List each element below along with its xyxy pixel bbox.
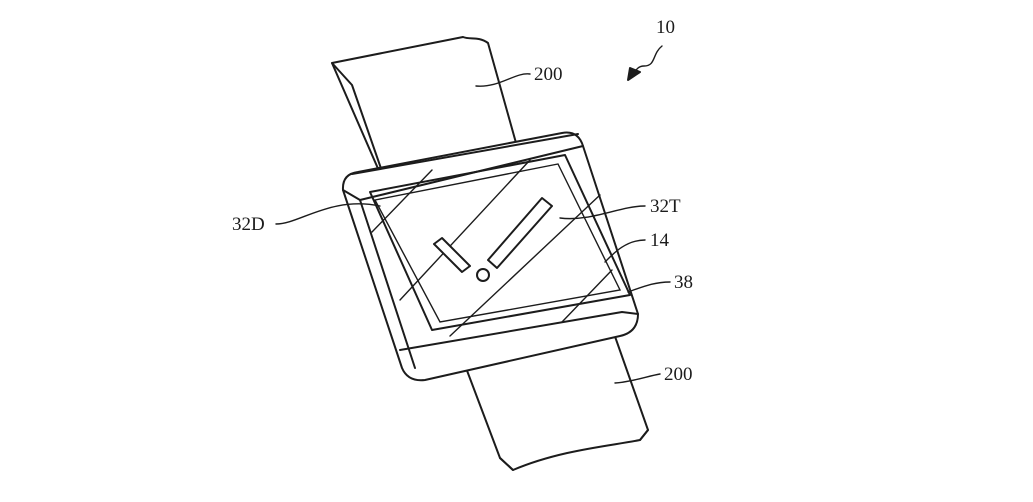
label-cover: 14 [650, 230, 670, 251]
label-display: 32D [232, 214, 265, 235]
label-band-top: 200 [534, 64, 563, 85]
label-band-bottom: 200 [664, 364, 693, 385]
label-touch: 32T [650, 196, 681, 217]
bottom-band [459, 327, 649, 471]
label-assembly: 10 [656, 17, 675, 38]
label-housing: 38 [674, 272, 693, 293]
watch-hands [433, 197, 553, 282]
leader-lines [275, 45, 671, 384]
display-cover [369, 154, 631, 337]
